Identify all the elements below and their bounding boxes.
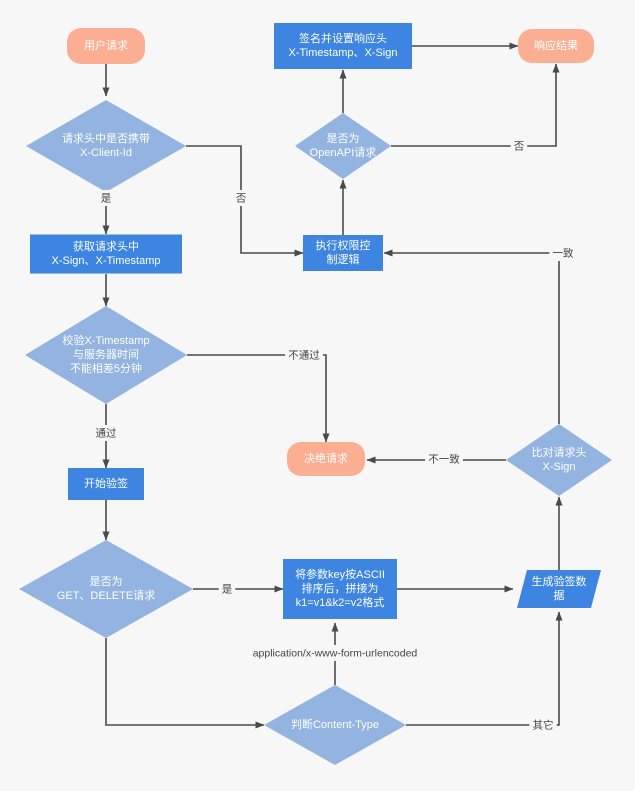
edge-label-group: 不一致 [425,451,463,467]
terminal-shape [287,442,365,476]
edge-label-group: 否 [510,138,528,154]
edge-label-backdrop [218,581,236,597]
edge-label-text: 否 [514,140,525,152]
flow-node-permission-logic[interactable]: 执行权限控制逻辑 [303,235,383,271]
decision-shape [506,424,612,496]
edge-label-backdrop [92,425,120,441]
edge-label-text: 不一致 [428,452,460,465]
edge-label-text: 是 [101,192,112,204]
flow-node-gen-sign-data[interactable]: 生成验签数据 [517,570,601,608]
flow-edge [391,63,560,147]
flow-edge [105,638,265,729]
edge-labels-layer: 是否不通过通过是application/x-www-form-urlencode… [92,138,577,733]
edge-label-text: 其它 [533,718,554,731]
decision-shape [264,685,406,765]
edge-label-group: 是 [97,190,115,206]
flow-edge [383,249,560,424]
flow-node-judge-content-type[interactable]: 判断Content-Type [264,685,406,765]
edge-label-backdrop [285,347,323,363]
edge-label-group: 其它 [529,717,557,733]
process-shape [283,559,397,619]
edge-label-text: 通过 [96,426,117,439]
edge-label-backdrop [232,190,250,206]
data-shape [517,570,601,608]
flow-node-response-result[interactable]: 响应结果 [518,29,594,63]
edge-label-text: 是 [222,583,233,595]
edge-label-text: 否 [236,192,247,204]
edge-label-backdrop [97,190,115,206]
decision-shape [26,100,186,192]
edge-label-backdrop [510,138,528,154]
flow-node-start-verify[interactable]: 开始验签 [68,468,144,500]
process-shape [274,23,412,69]
edge-label-group: application/x-www-form-urlencoded [239,645,431,661]
edge-label-backdrop [549,245,577,261]
edge-label-group: 是 [218,581,236,597]
edge-label-group: 否 [232,190,250,206]
edge-label-group: 通过 [92,425,120,441]
flow-edge [406,611,563,726]
edge-label-text: 一致 [553,246,574,259]
edge-label-text: application/x-www-form-urlencoded [253,647,418,659]
edge-label-text: 不通过 [288,348,320,361]
edge-label-backdrop [239,645,431,661]
terminal-shape [67,28,145,64]
terminal-shape [518,29,594,63]
process-shape [303,235,383,271]
flow-edge [187,354,330,443]
process-shape [30,234,182,274]
flow-node-user-request[interactable]: 用户请求 [67,28,145,64]
decision-shape [25,306,187,404]
edge-label-group: 不通过 [285,347,323,363]
process-shape [68,468,144,500]
decision-shape [295,113,391,179]
edge-label-backdrop [529,717,557,733]
edge-label-backdrop [425,451,463,467]
flow-node-reject-request[interactable]: 决绝请求 [287,442,365,476]
edge-label-group: 一致 [549,245,577,261]
decision-shape [19,540,193,638]
